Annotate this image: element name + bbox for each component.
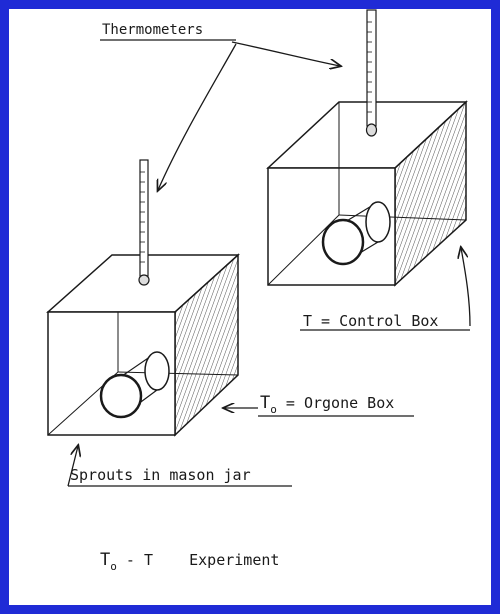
caption-t: T (100, 550, 111, 570)
control-box (266, 100, 468, 287)
arrow-to-orgone-thermometer (158, 43, 237, 190)
sprouts-label: Sprouts in mason jar (70, 466, 251, 484)
caption-rest: - T Experiment (116, 551, 280, 569)
orgone-thermometer (138, 159, 150, 286)
label-arrows (67, 39, 471, 487)
orgone-box-label-rest: = Orgone Box (276, 394, 395, 412)
caption-subscript: o (110, 560, 117, 573)
arrow-to-control-box (461, 248, 471, 327)
control-jar (321, 201, 391, 266)
arrow-to-control-thermometer (231, 41, 340, 66)
control-thermometer (365, 9, 378, 137)
orgone-box-label: To = Orgone Box (260, 393, 395, 416)
arrow-to-sprouts (67, 446, 78, 487)
thermometers-label: Thermometers (102, 22, 204, 38)
experiment-caption: To - T Experiment (100, 550, 280, 573)
control-box-label: T = Control Box (303, 312, 439, 330)
orgone-box-label-t: T (260, 393, 271, 413)
orgone-box (46, 253, 240, 437)
orgone-box-label-subscript: o (270, 403, 277, 416)
orgone-jar (99, 351, 170, 419)
